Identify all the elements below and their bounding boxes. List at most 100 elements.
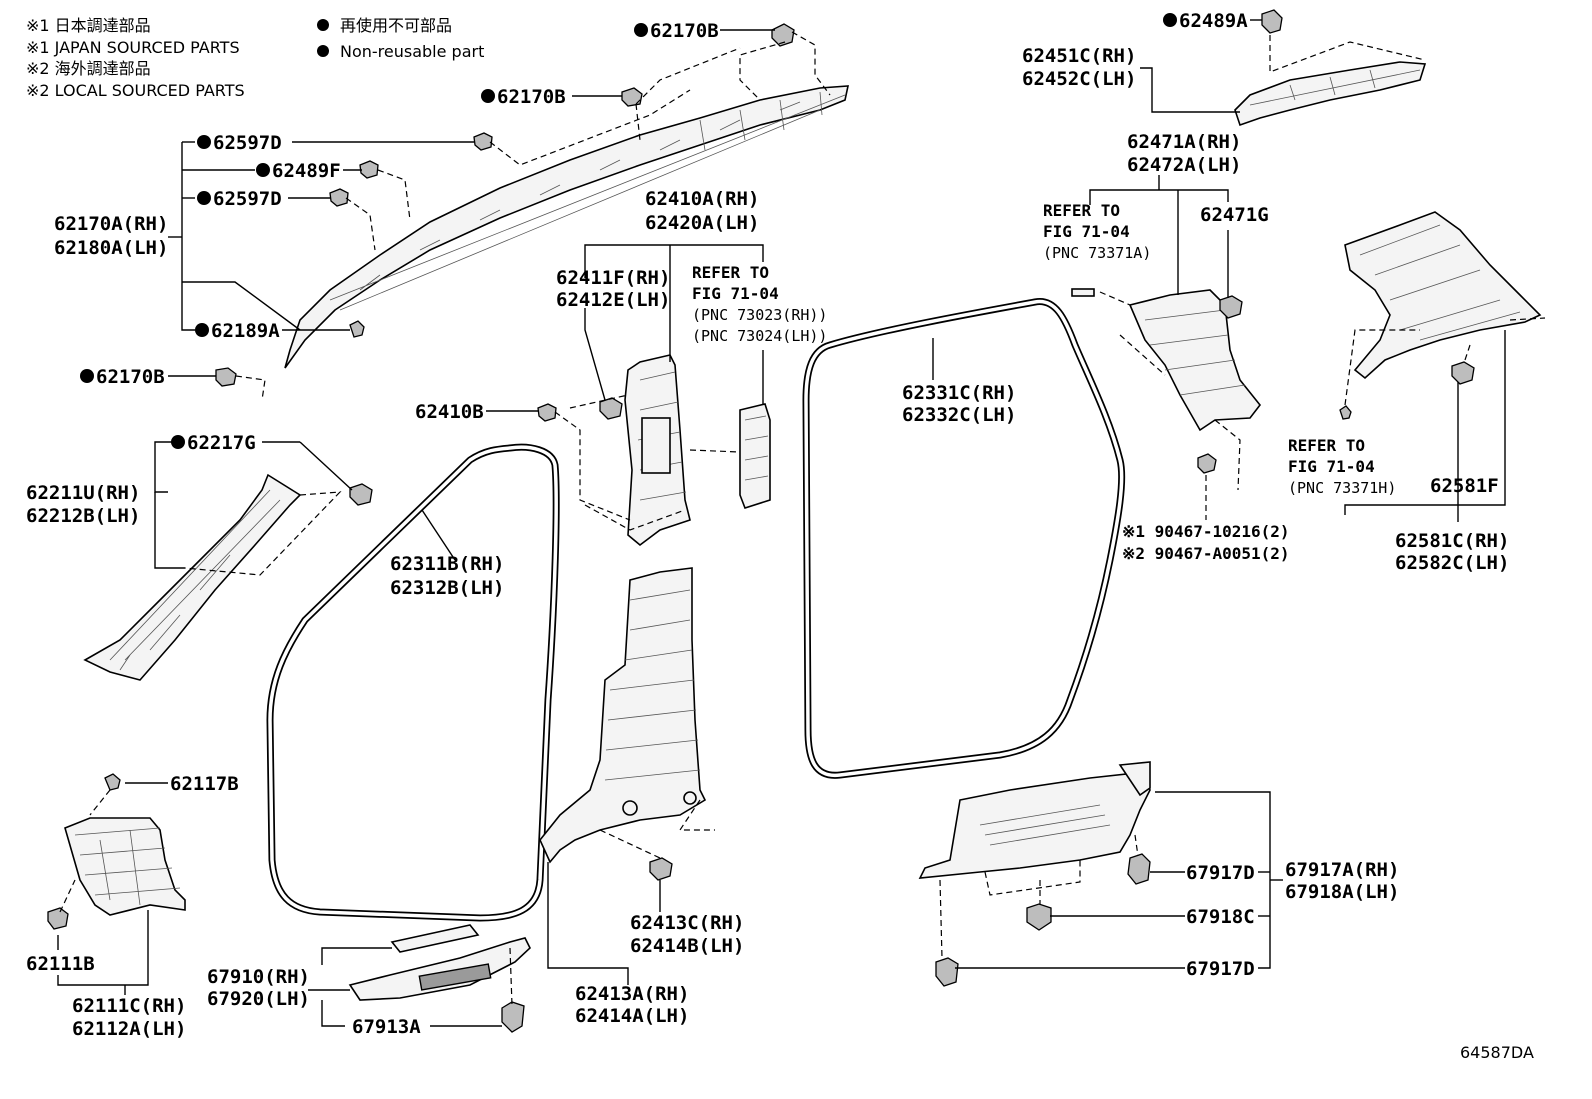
- center-pillar-upper: [624, 354, 691, 547]
- pin-73371A: [1071, 288, 1095, 297]
- label-67920: 67920(LH): [207, 988, 310, 1010]
- clip-62489A: [1261, 9, 1283, 34]
- seatbelt-adjuster: [739, 403, 771, 509]
- non-reusable-icon: [1163, 13, 1177, 27]
- center-pillar-leaders: [486, 244, 764, 531]
- ref3-line3: (PNC 73371H): [1288, 479, 1396, 497]
- drawing-code: 64587DA: [1460, 1043, 1534, 1062]
- ref3-line2: FIG 71-04: [1288, 457, 1375, 476]
- label-62489F: 62489F: [272, 160, 341, 182]
- label-62413A: 62413A(RH): [575, 983, 689, 1005]
- clip-62170B-left: [215, 367, 237, 387]
- bolt-90467: [1197, 453, 1217, 474]
- label-62332C: 62332C(LH): [902, 404, 1016, 426]
- label-62597D-1: 62597D: [213, 132, 282, 154]
- clip-67913A: [501, 1001, 525, 1033]
- label-62312B: 62312B(LH): [390, 577, 504, 599]
- note-nonreuse-en: Non-reusable part: [340, 42, 484, 61]
- non-reusable-icon: [256, 163, 270, 177]
- note-japan-en: ※1 JAPAN SOURCED PARTS: [26, 38, 240, 57]
- roof-inner-leaders: [1140, 19, 1426, 113]
- label-62180A: 62180A(LH): [54, 237, 168, 259]
- label-67913A: 67913A: [352, 1016, 421, 1038]
- ref1-line1: REFER TO: [692, 263, 769, 282]
- scuff-leaders: [308, 947, 513, 1027]
- non-reusable-icon: [197, 191, 211, 205]
- cowl-leaders: [57, 782, 168, 995]
- label-67918A: 67918A(LH): [1285, 881, 1399, 903]
- clip-62170B-mid: [621, 87, 643, 107]
- label-62170B-mid: 62170B: [497, 86, 566, 108]
- back-pillar-garnish: [1344, 211, 1542, 380]
- label-62471G: 62471G: [1200, 204, 1269, 226]
- front-door-weatherstrip: [266, 443, 560, 922]
- label-62420A: 62420A(LH): [645, 212, 759, 234]
- rear-door-weatherstrip: [802, 298, 1126, 779]
- label-62452C: 62452C(LH): [1022, 68, 1136, 90]
- legend: ※1 日本調達部品 ※1 JAPAN SOURCED PARTS ※2 海外調達…: [26, 16, 484, 100]
- roof-side-inner: [1234, 61, 1427, 127]
- label-62331C: 62331C(RH): [902, 382, 1016, 404]
- label-bolt-2: ※2 90467-A0051(2): [1122, 544, 1290, 563]
- label-62411F: 62411F(RH): [556, 267, 670, 289]
- clip-67918C: [1026, 903, 1052, 931]
- non-reusable-icon: [634, 23, 648, 37]
- clip-62410B: [537, 403, 557, 422]
- cowl-side-trim: [64, 817, 186, 916]
- label-62170B-top: 62170B: [650, 20, 719, 42]
- clip-62117B: [104, 773, 121, 791]
- label-62189A: 62189A: [211, 320, 280, 342]
- bullet-icon: [317, 19, 329, 31]
- front-scuff-plate: [348, 924, 531, 1001]
- label-62413C: 62413C(RH): [630, 912, 744, 934]
- roof-leaders: [168, 29, 831, 401]
- label-62217G: 62217G: [187, 432, 256, 454]
- rear-scuff-plate: [918, 761, 1151, 879]
- leader-62311B: [421, 509, 456, 561]
- label-67917A: 67917A(RH): [1285, 859, 1399, 881]
- clip-62581F: [1451, 361, 1475, 385]
- ref1-line2: FIG 71-04: [692, 284, 779, 303]
- clip-62170B-top: [771, 23, 795, 47]
- label-62111B: 62111B: [26, 953, 95, 975]
- label-67910: 67910(RH): [207, 966, 310, 988]
- label-62489A: 62489A: [1179, 10, 1248, 32]
- pin-73371H: [1339, 405, 1352, 420]
- ref3-line1: REFER TO: [1288, 436, 1365, 455]
- label-62211U: 62211U(RH): [26, 482, 140, 504]
- clip-62413C: [649, 857, 673, 881]
- label-62581C: 62581C(RH): [1395, 530, 1509, 552]
- label-62412E: 62412E(LH): [556, 289, 670, 311]
- clip-62189A: [349, 320, 365, 338]
- label-67917D-2: 67917D: [1186, 958, 1255, 980]
- bullet-icon: [317, 45, 329, 57]
- clip-67917D-1: [1127, 853, 1151, 885]
- note-nonreuse-jp: 再使用不可部品: [340, 16, 452, 35]
- note-local-en: ※2 LOCAL SOURCED PARTS: [26, 81, 245, 100]
- ref2-line3: (PNC 73371A): [1043, 244, 1151, 262]
- center-lower-leaders: [547, 799, 715, 985]
- label-62582C: 62582C(LH): [1395, 552, 1509, 574]
- non-reusable-icon: [197, 135, 211, 149]
- label-62597D-2: 62597D: [213, 188, 282, 210]
- clip-62471G: [1219, 295, 1243, 319]
- ref2-line1: REFER TO: [1043, 201, 1120, 220]
- label-62112A: 62112A(LH): [72, 1018, 186, 1040]
- label-62117B: 62117B: [170, 773, 239, 795]
- ref2-line2: FIG 71-04: [1043, 222, 1130, 241]
- center-pillar-lower: [539, 567, 707, 864]
- clip-62489F: [359, 160, 379, 179]
- label-62414B: 62414B(LH): [630, 935, 744, 957]
- label-62581F: 62581F: [1430, 475, 1499, 497]
- label-62410A: 62410A(RH): [645, 188, 759, 210]
- label-67918C: 67918C: [1186, 906, 1255, 928]
- rear-scuff-leaders: [939, 791, 1283, 969]
- label-62472A: 62472A(LH): [1127, 154, 1241, 176]
- quarter-leaders: [1089, 175, 1241, 520]
- label-62170B-left: 62170B: [96, 366, 165, 388]
- roof-clips: [215, 23, 795, 387]
- roof-rail-garnish: [284, 85, 850, 369]
- label-62410B: 62410B: [415, 401, 484, 423]
- ref1-line3: (PNC 73023(RH)): [692, 306, 827, 324]
